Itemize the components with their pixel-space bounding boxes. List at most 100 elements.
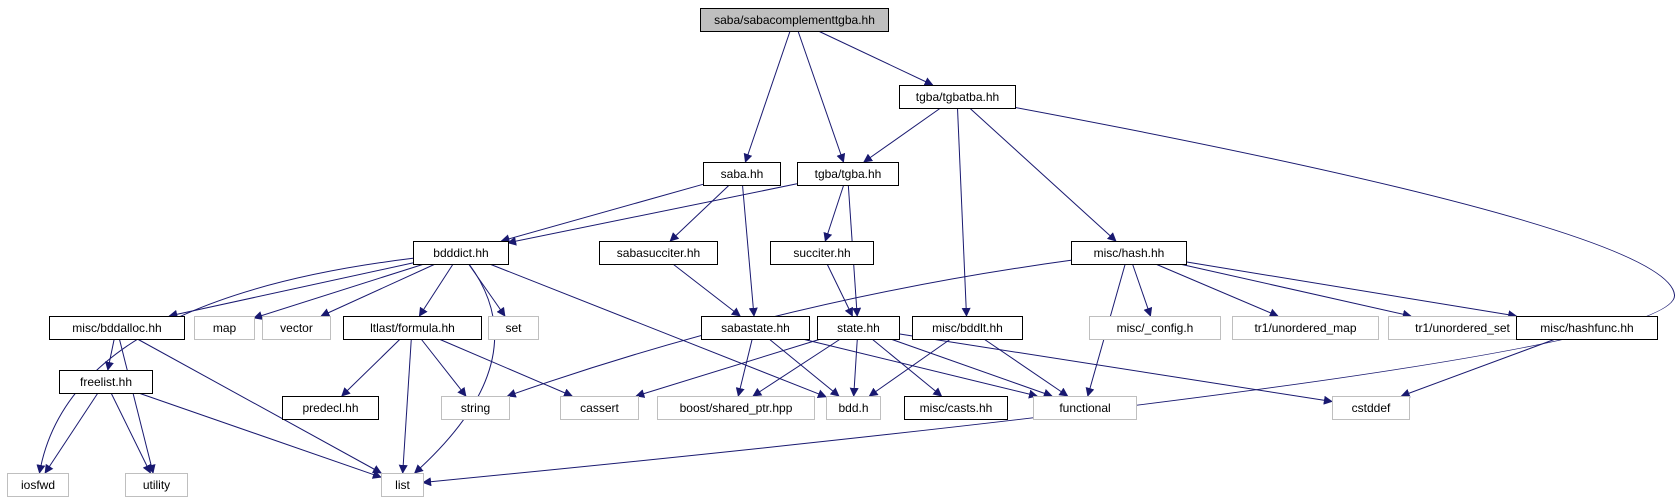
node-box-root [700,8,889,32]
node-box-casts [904,396,1008,420]
node-label-sabastate: sabastate.hh [721,321,790,335]
node-label-utility: utility [143,478,170,492]
node-bddlt[interactable]: misc/bddlt.hh [912,316,1023,340]
node-label-iosfwd: iosfwd [21,478,55,492]
nodes-layer: saba/sabacomplementtgba.hh tgba/tgbatba.h… [7,8,1658,497]
node-label-saba: saba.hh [721,167,764,181]
node-box-tgbatba [899,85,1016,109]
edge-mischash-to-umap [1155,263,1279,317]
node-label-map: map [213,321,237,335]
node-hashfunc[interactable]: misc/hashfunc.hh [1516,316,1658,340]
node-freelist[interactable]: freelist.hh [59,370,153,394]
node-box-freelist [59,370,153,394]
node-label-tgba: tgba/tgba.hh [815,167,882,181]
edge-state-to-cstddef [898,333,1333,405]
node-label-functional: functional [1059,401,1110,415]
edge-saba-to-bdddict [500,183,704,244]
edge-freelist-to-list [138,392,382,479]
node-box-string [441,396,510,420]
node-bddalloc[interactable]: misc/bddalloc.hh [49,316,185,340]
node-label-set: set [505,321,522,335]
node-box-tgba [797,162,899,186]
edge-sabasucciter-to-sabastate [672,263,741,317]
node-box-bddalloc [49,316,185,340]
node-utility: utility [125,473,188,497]
node-box-bddh [826,396,881,420]
node-box-mischash [1071,241,1187,265]
edge-bdddict-to-vector [320,263,436,317]
node-box-umap [1232,316,1379,340]
node-box-cassert [560,396,639,420]
edge-freelist-to-iosfwd [44,392,99,474]
edge-bdddict-to-formula [418,263,454,317]
node-label-root: saba/sabacomplementtgba.hh [714,13,875,27]
node-box-cstddef [1332,396,1410,420]
node-box-predecl [282,396,379,420]
node-box-shptr [657,396,815,420]
node-box-bddlt [912,316,1023,340]
node-root[interactable]: saba/sabacomplementtgba.hh [700,8,889,32]
node-label-umap: tr1/unordered_map [1254,321,1356,335]
node-box-utility [125,473,188,497]
edge-formula-to-list [398,338,412,474]
node-label-string: string [461,401,490,415]
node-formula[interactable]: ltlast/formula.hh [343,316,482,340]
node-label-bdddict: bdddict.hh [433,246,488,260]
node-label-shptr: boost/shared_ptr.hpp [680,401,793,415]
node-label-bddh: bdd.h [838,401,868,415]
node-list: list [381,473,424,497]
node-label-vector: vector [280,321,313,335]
node-box-functional [1033,396,1137,420]
edge-tgbatba-to-bddlt [957,107,971,317]
node-cstddef: cstddef [1332,396,1410,420]
edge-tgba-to-bdddict [507,183,798,246]
edge-mischash-to-string [506,259,1072,398]
node-box-sabastate [701,316,810,340]
node-box-saba [703,162,781,186]
edge-formula-to-string [420,338,467,397]
node-functional: functional [1033,396,1137,420]
node-tgbatba[interactable]: tgba/tgbatba.hh [899,85,1016,109]
edge-bdddict-to-bddalloc [168,262,414,319]
node-sabasucciter[interactable]: sabasucciter.hh [599,241,718,265]
node-config: misc/_config.h [1089,316,1221,340]
node-box-map [194,316,255,340]
node-casts[interactable]: misc/casts.hh [904,396,1008,420]
node-box-bdddict [413,241,509,265]
node-predecl[interactable]: predecl.hh [282,396,379,420]
node-sabastate[interactable]: sabastate.hh [701,316,810,340]
node-box-set [488,316,539,340]
edge-formula-to-cassert [438,338,573,397]
edge-root-to-tgbatba [818,30,934,86]
edge-bdddict-to-iosfwd [36,257,414,474]
node-label-state: state.hh [837,321,880,335]
node-vector: vector [262,316,331,340]
node-mischash[interactable]: misc/hash.hh [1071,241,1187,265]
edge-hashfunc-to-cstddef [1400,338,1556,398]
edge-succiter-to-state [826,263,853,317]
node-box-state [817,316,900,340]
node-label-sabasucciter: sabasucciter.hh [617,246,700,260]
edge-state-to-bddh [849,338,859,397]
node-box-iosfwd [7,473,69,497]
node-box-hashfunc [1516,316,1658,340]
edge-formula-to-predecl [341,338,401,397]
edge-bddalloc-to-freelist [105,338,115,371]
edge-bddlt-to-functional [983,338,1069,397]
edge-bdddict-to-list [414,263,496,474]
node-label-cstddef: cstddef [1352,401,1391,415]
edge-mischash-to-hashfunc [1185,261,1518,320]
node-label-mischash: misc/hash.hh [1094,246,1165,260]
node-bdddict[interactable]: bdddict.hh [413,241,509,265]
edge-mischash-to-uset [1179,263,1412,319]
edge-sabastate-to-shptr [735,338,753,397]
edge-bdddict-to-bddh [489,263,827,399]
node-state[interactable]: state.hh [817,316,900,340]
node-string: string [441,396,510,420]
node-tgba[interactable]: tgba/tgba.hh [797,162,899,186]
edge-sabastate-to-functional [802,338,1038,399]
edge-freelist-to-utility [110,392,151,474]
node-succiter[interactable]: succiter.hh [770,241,874,265]
node-saba[interactable]: saba.hh [703,162,781,186]
